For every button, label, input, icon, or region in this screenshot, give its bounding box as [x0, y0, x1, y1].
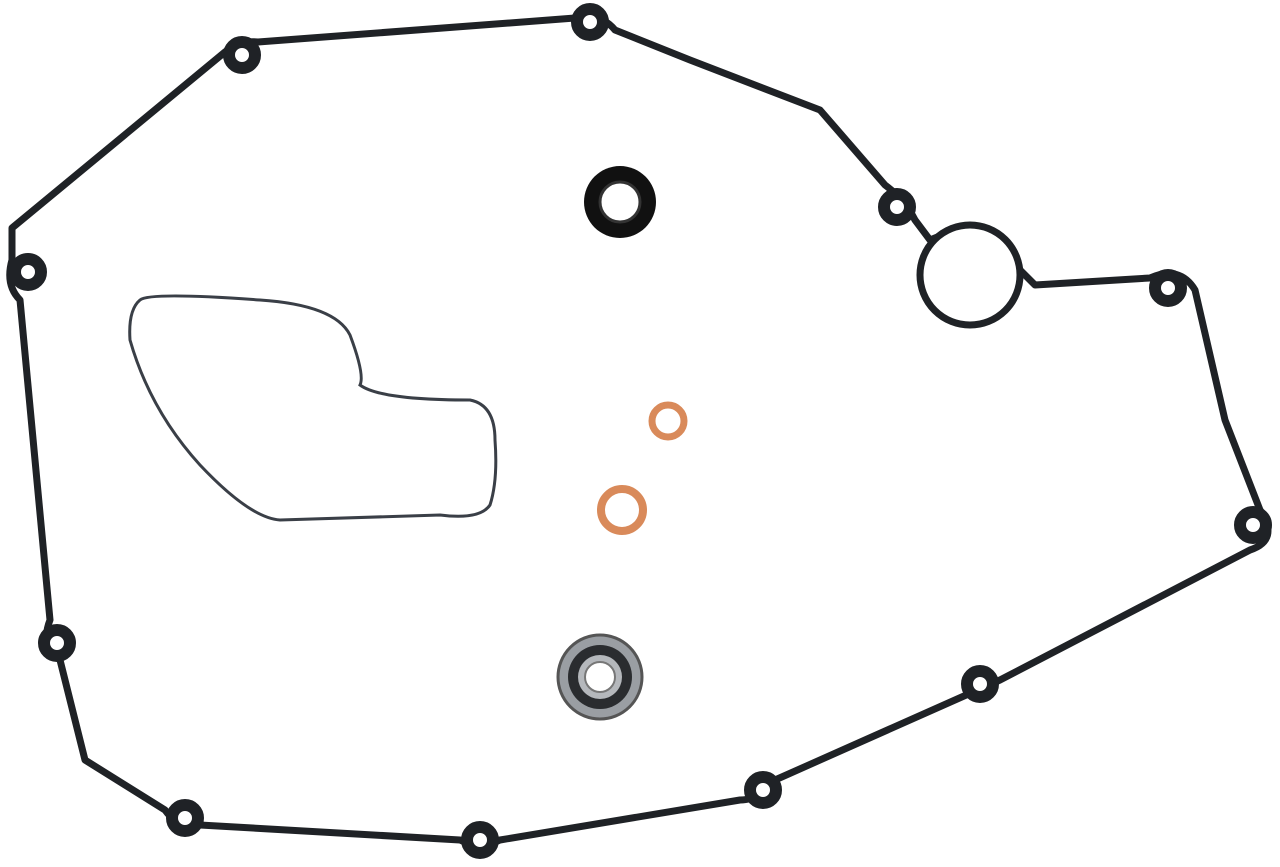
gasket-outline	[6, 13, 1272, 849]
cover-gasket	[6, 3, 1272, 859]
bolt-hole	[571, 3, 609, 41]
bolt-hole	[744, 771, 782, 809]
bolt-hole	[878, 188, 916, 226]
copper-washer	[597, 485, 647, 535]
bolt-hole	[1149, 269, 1187, 307]
bolt-hole	[223, 36, 261, 74]
fill-hole	[916, 221, 1024, 329]
ball-bearing	[556, 633, 644, 721]
bolt-hole	[9, 253, 47, 291]
bolt-hole	[166, 799, 204, 837]
copper-washer	[648, 401, 688, 441]
bolt-hole	[961, 665, 999, 703]
water-pump-oring	[128, 294, 498, 522]
bolt-hole	[38, 624, 76, 662]
bolt-holes	[9, 3, 1272, 859]
bolt-hole	[1234, 506, 1272, 544]
oil-seal	[584, 166, 656, 238]
bolt-hole	[461, 821, 499, 859]
